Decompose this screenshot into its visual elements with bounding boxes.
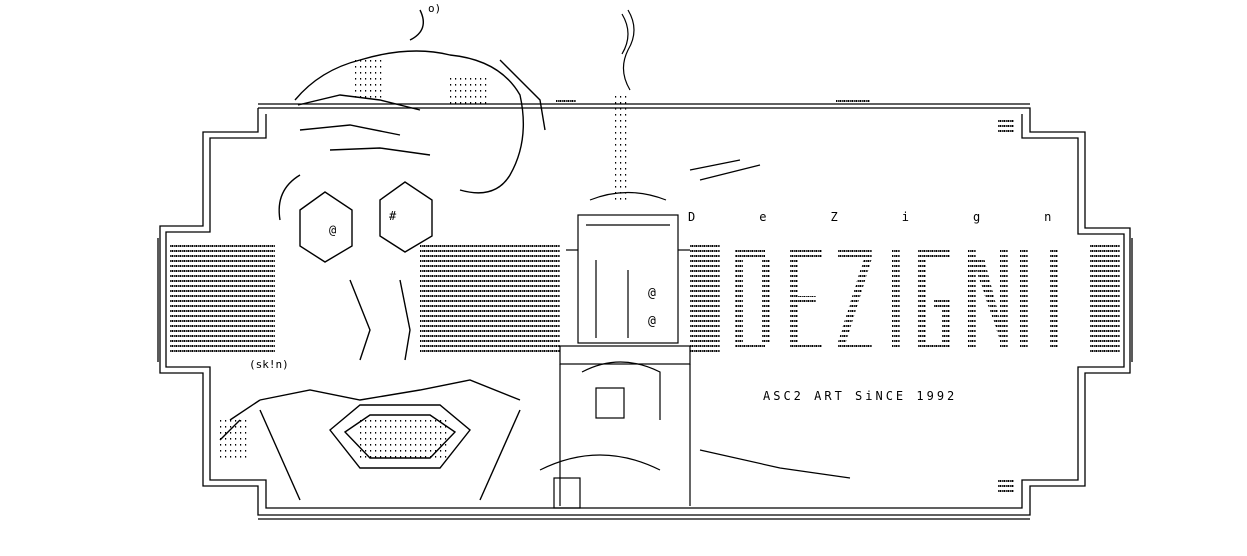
artist-signature: (sk!n) — [249, 358, 289, 371]
figure-texture — [218, 60, 490, 460]
brand-letter: g — [972, 210, 981, 224]
knob-bottom: @ — [648, 314, 656, 329]
brand-letter: n — [1044, 210, 1052, 224]
smoke-tip: o) — [428, 2, 441, 15]
block-letters — [735, 250, 1058, 350]
knob-top: @ — [648, 286, 656, 301]
bowl-marker-right: # — [389, 209, 397, 223]
outer-frame — [157, 103, 1133, 520]
bowl-marker-left: @ — [329, 223, 336, 237]
tagline: ASC2 ART SiNCE 1992 — [763, 389, 958, 403]
brand-letter: D — [688, 210, 696, 224]
corner-marks — [556, 98, 1014, 492]
chimney — [539, 9, 851, 509]
signature-text: sk!n — [255, 358, 283, 371]
brand-letter: e — [759, 210, 767, 224]
brand-letter: Z — [830, 210, 838, 224]
brand-letter: i — [901, 210, 909, 224]
dotted-band — [170, 244, 1120, 354]
